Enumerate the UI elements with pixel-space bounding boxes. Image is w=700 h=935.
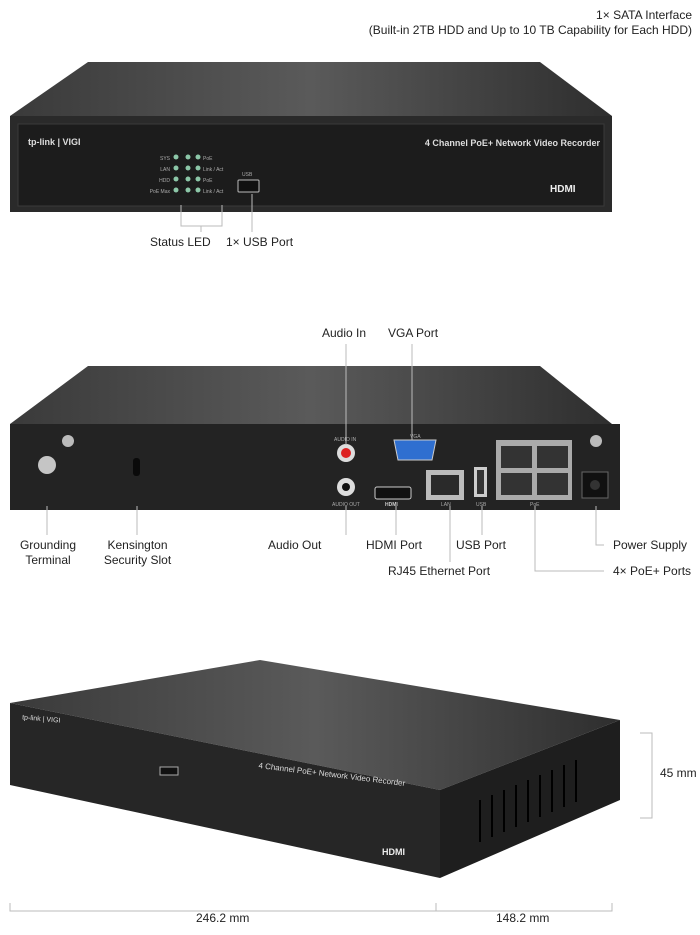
front-hdmi-logo: HDMI	[550, 184, 576, 195]
front-panel	[17, 123, 605, 207]
screw-icon	[590, 435, 602, 447]
hdmi-port	[374, 486, 412, 500]
perspective-device	[9, 660, 653, 912]
screw-icon	[62, 435, 74, 447]
front-usb-port	[237, 179, 260, 193]
kensington-callout: Kensington Security Slot	[103, 538, 172, 567]
lan-tag: LAN	[441, 502, 451, 508]
usb-tag: USB	[476, 502, 487, 508]
status-led-callout: Status LED	[150, 235, 211, 249]
usb-port-rear-callout: USB Port	[456, 538, 507, 552]
audio-out-callout: Audio Out	[268, 538, 322, 552]
lan-port	[431, 475, 459, 495]
rear-leaders	[46, 344, 604, 572]
grounding-terminal-callout: Grounding Terminal	[19, 538, 77, 567]
depth-dimension: 148.2 mm	[496, 911, 550, 925]
hdmi-tag: HDMI	[385, 502, 398, 508]
front-device	[10, 62, 612, 232]
perspective-usb	[159, 766, 179, 776]
kensington-slot	[133, 458, 140, 476]
hdmi-port-callout: HDMI Port	[366, 538, 423, 552]
sata-detail: (Built-in 2TB HDD and Up to 10 TB Capabi…	[368, 23, 692, 37]
vga-port	[393, 439, 437, 461]
front-product-name: 4 Channel PoE+ Network Video Recorder	[424, 138, 600, 148]
perspective-top	[10, 660, 620, 790]
vga-tag: VGA	[410, 434, 421, 440]
front-usb-tag: USB	[242, 172, 253, 178]
front-device-top	[10, 62, 612, 116]
audio-in-callout: Audio In	[322, 326, 367, 340]
poe-ports-callout: 4× PoE+ Ports	[613, 564, 692, 578]
sata-interface-label: 1× SATA Interface (Built-in 2TB HDD and …	[369, 8, 692, 38]
perspective-hdmi-logo: HDMI	[382, 847, 405, 857]
poe-tag: PoE	[530, 502, 540, 508]
rear-usb-port	[477, 470, 484, 494]
vent-slots	[479, 760, 577, 842]
width-dimension: 246.2 mm	[196, 911, 250, 925]
front-brand-logo: tp-link | VIGI	[28, 137, 81, 147]
vga-port-callout: VGA Port	[388, 326, 439, 340]
audio-out-tag: AUDIO OUT	[332, 502, 360, 508]
height-dimension: 45 mm	[660, 766, 697, 780]
usb-port-callout: 1× USB Port	[226, 235, 294, 249]
rear-device	[10, 344, 620, 572]
rear-device-top	[10, 366, 612, 424]
audio-in-tag: AUDIO IN	[334, 437, 357, 443]
status-leds	[173, 154, 201, 193]
audio-in-port	[341, 448, 351, 458]
perspective-side	[440, 720, 620, 878]
perspective-front	[10, 703, 440, 878]
power-supply-callout: Power Supply	[613, 538, 688, 552]
power-jack	[590, 480, 600, 490]
audio-out-port	[342, 483, 350, 491]
dimension-lines	[9, 732, 653, 912]
rj45-callout: RJ45 Ethernet Port	[388, 564, 491, 578]
sata-label: 1× SATA Interface	[596, 8, 692, 22]
grounding-terminal	[38, 456, 56, 474]
